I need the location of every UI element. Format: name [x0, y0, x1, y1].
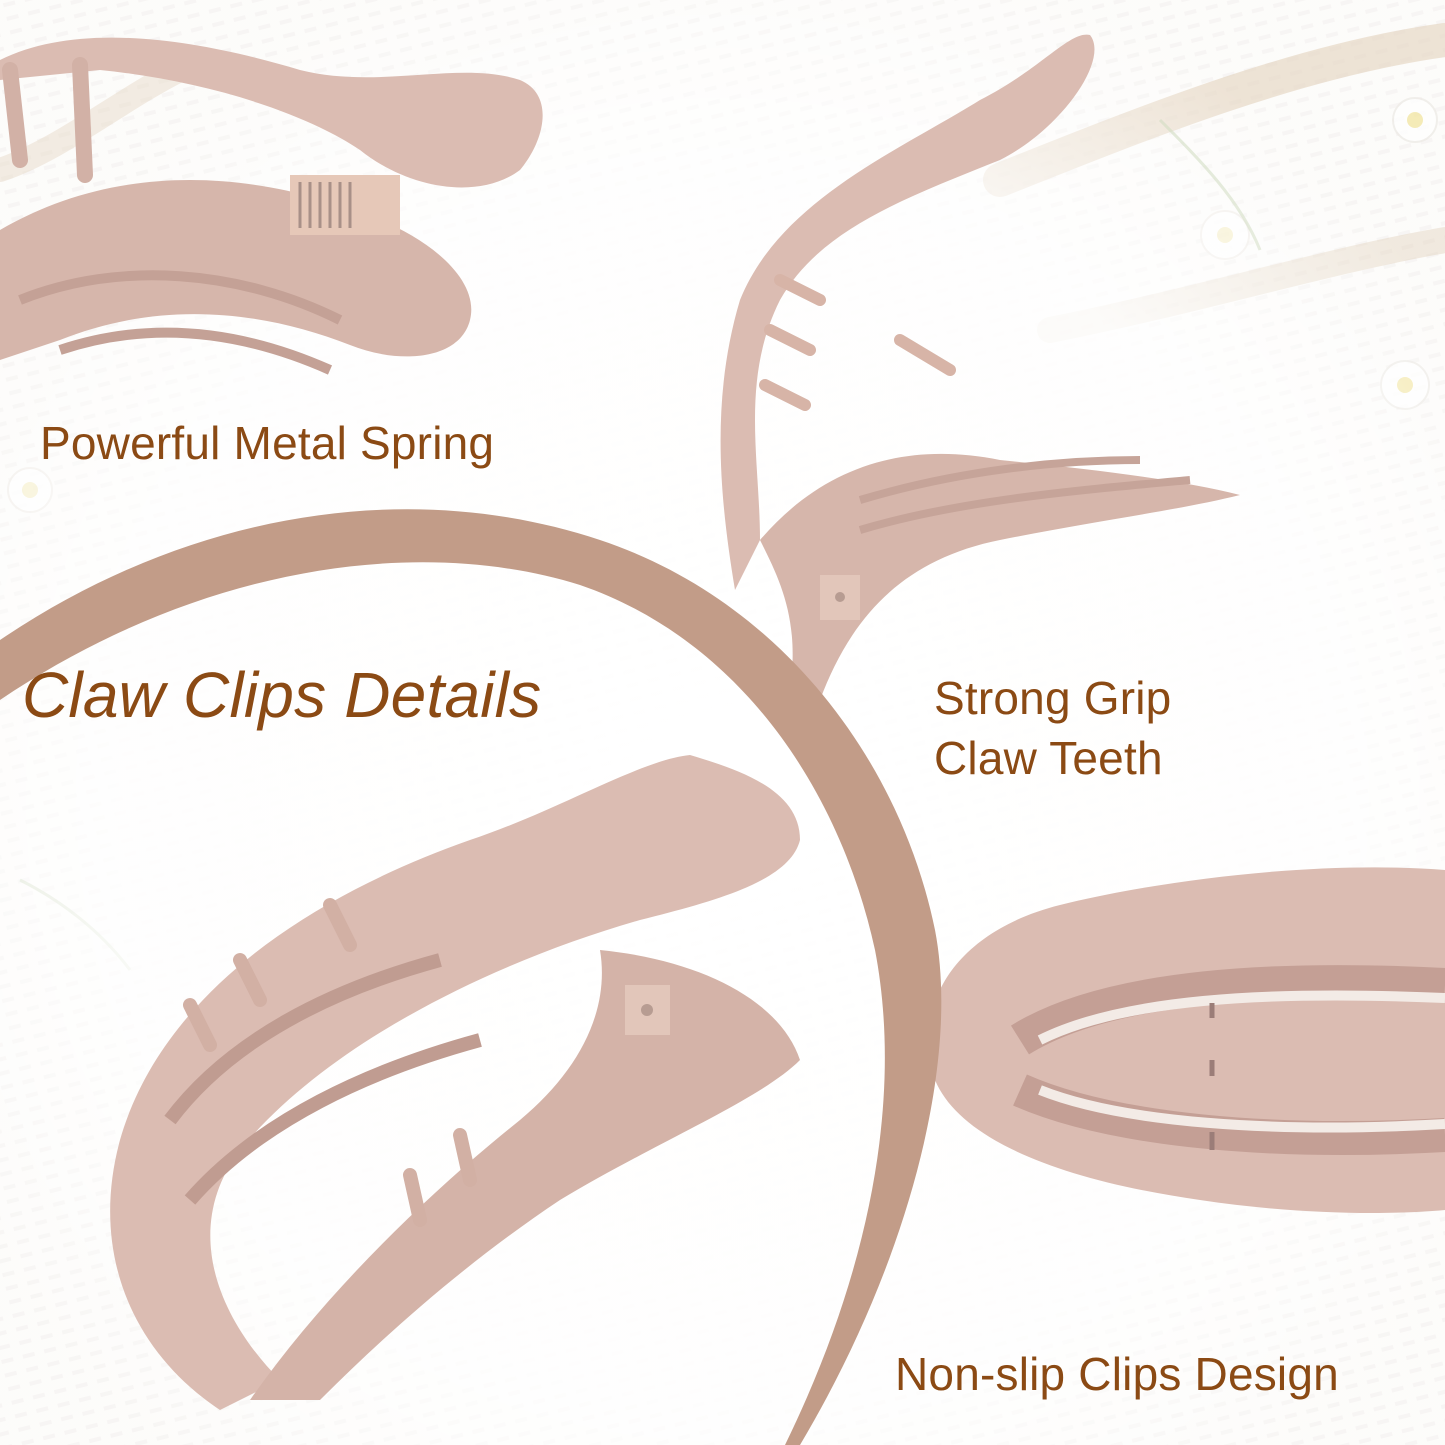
clip-spring-closeup	[0, 37, 543, 375]
clip-grip-teeth	[720, 34, 1240, 700]
clip-large	[110, 755, 801, 1410]
feature-label-nonslip: Non-slip Clips Design	[895, 1348, 1339, 1400]
feature-label-grip: Strong Grip Claw Teeth	[934, 668, 1171, 788]
decorative-arc	[0, 509, 942, 1445]
feature-label-grip-line2: Claw Teeth	[934, 732, 1163, 784]
feature-label-grip-line1: Strong Grip	[934, 672, 1172, 724]
feature-label-spring: Powerful Metal Spring	[40, 417, 495, 469]
page-title: Claw Clips Details	[22, 659, 542, 731]
clip-nonslip	[928, 867, 1445, 1213]
